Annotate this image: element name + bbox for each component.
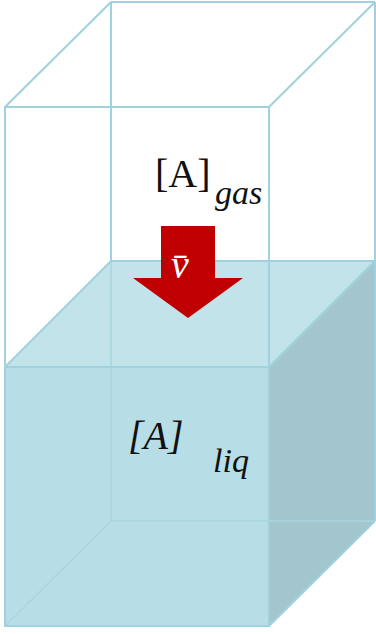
phase-subscript: gas — [215, 176, 262, 210]
liquid-side-face — [269, 261, 375, 626]
concentration-label: [A] — [128, 416, 184, 456]
flux-arrow — [133, 226, 243, 318]
phase-subscript: liq — [213, 444, 249, 478]
box-wireframe — [5, 2, 375, 626]
liquid-front-face — [5, 367, 269, 626]
concentration-label: [A] — [155, 154, 211, 194]
velocity-symbol: v̄ — [171, 245, 189, 285]
